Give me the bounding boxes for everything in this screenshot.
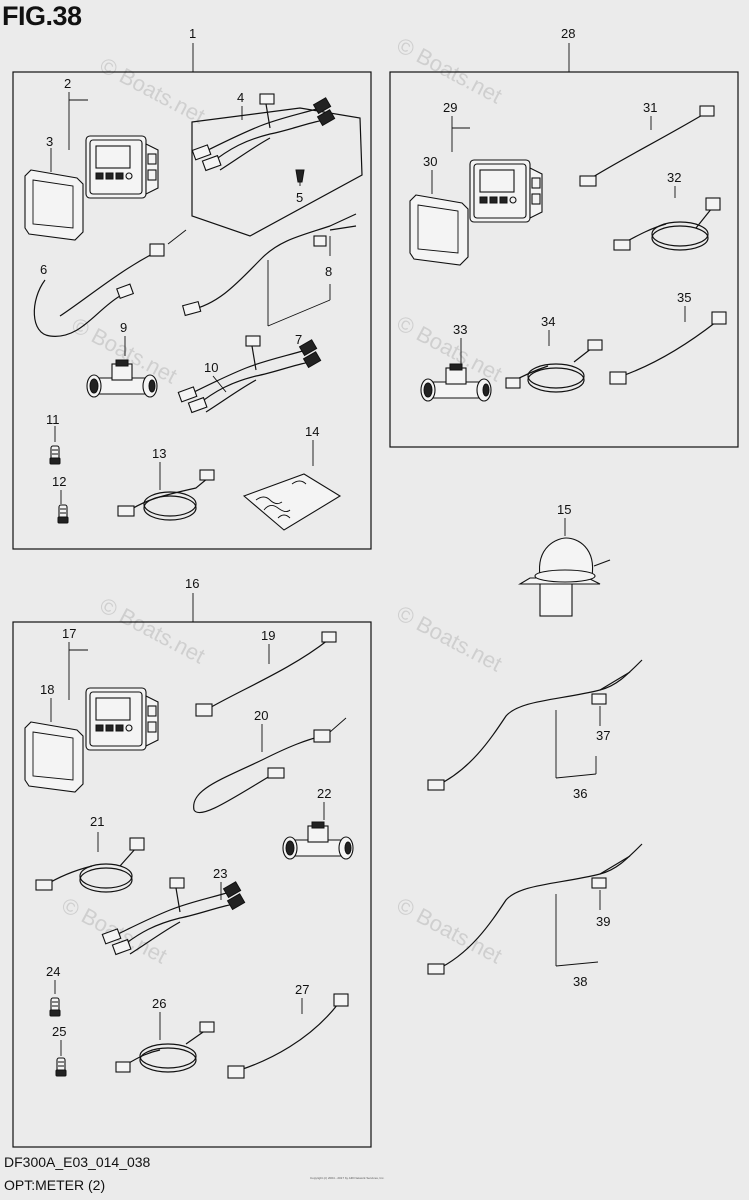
terminator-25 bbox=[55, 1057, 67, 1077]
cable-20 bbox=[193, 717, 347, 814]
callout-26: 26 bbox=[152, 996, 166, 1011]
terminator-11 bbox=[49, 445, 61, 465]
callout-30: 30 bbox=[423, 154, 437, 169]
callout-3: 3 bbox=[46, 134, 53, 149]
callout-32: 32 bbox=[667, 170, 681, 185]
callout-12: 12 bbox=[52, 474, 66, 489]
callout-19: 19 bbox=[261, 628, 275, 643]
buzzer-15 bbox=[518, 537, 611, 617]
callout-2: 2 bbox=[64, 76, 71, 91]
meter-unit bbox=[85, 135, 159, 199]
callout-25: 25 bbox=[52, 1024, 66, 1039]
callout-24: 24 bbox=[46, 964, 60, 979]
wire-harness-10 bbox=[177, 335, 322, 414]
cable-19 bbox=[195, 631, 337, 717]
wire-harness-23 bbox=[101, 877, 246, 956]
cable-13 bbox=[117, 469, 215, 521]
harness-38 bbox=[427, 843, 643, 975]
cable-26 bbox=[115, 1021, 215, 1073]
part-4-box bbox=[191, 107, 363, 237]
figure-title: FIG.38 bbox=[2, 1, 82, 31]
harness-7 bbox=[189, 213, 357, 311]
callout-10: 10 bbox=[204, 360, 218, 375]
callout-27: 27 bbox=[295, 982, 309, 997]
callout-13: 13 bbox=[152, 446, 166, 461]
callout-28: 28 bbox=[561, 26, 575, 41]
callout-1: 1 bbox=[189, 26, 196, 41]
callout-36: 36 bbox=[573, 786, 587, 801]
watermark: © Boats.net bbox=[393, 32, 507, 108]
callout-34: 34 bbox=[541, 314, 555, 329]
callout-37: 37 bbox=[596, 728, 610, 743]
t-connector-22 bbox=[282, 821, 354, 860]
copyright-notice: Copyright (c) 2004 - 2017 by ARI Network… bbox=[310, 1176, 385, 1180]
watermark: © Boats.net bbox=[393, 892, 507, 968]
callout-11: 11 bbox=[46, 412, 60, 427]
callout-33: 33 bbox=[453, 322, 467, 337]
watermark: © Boats.net bbox=[393, 600, 507, 676]
callout-31: 31 bbox=[643, 100, 657, 115]
meter-visor bbox=[409, 194, 469, 266]
group-16-box bbox=[12, 593, 372, 1148]
callout-15: 15 bbox=[557, 502, 571, 517]
callout-18: 18 bbox=[40, 682, 54, 697]
terminator-24 bbox=[49, 997, 61, 1017]
cable-27 bbox=[227, 993, 349, 1079]
cable-6 bbox=[33, 279, 121, 337]
cable-35 bbox=[609, 311, 727, 385]
meter-visor bbox=[24, 721, 84, 793]
callout-22: 22 bbox=[317, 786, 331, 801]
wire-harness-4 bbox=[191, 93, 336, 172]
callout-8: 8 bbox=[325, 264, 332, 279]
watermark: © Boats.net bbox=[96, 52, 210, 128]
meter-visor bbox=[24, 169, 84, 241]
callout-9: 9 bbox=[120, 320, 127, 335]
watermark: © Boats.net bbox=[96, 592, 210, 668]
callout-29: 29 bbox=[443, 100, 457, 115]
group-28-box bbox=[389, 43, 739, 448]
cable-31 bbox=[579, 105, 715, 187]
group-1-box bbox=[12, 43, 372, 550]
meter-unit bbox=[469, 159, 543, 223]
parts-bag-14 bbox=[243, 473, 341, 531]
callout-6: 6 bbox=[40, 262, 47, 277]
harness-36 bbox=[427, 659, 643, 791]
callout-7: 7 bbox=[295, 332, 302, 347]
callout-5: 5 bbox=[296, 190, 303, 205]
model-code: DF300A_E03_014_038 bbox=[4, 1154, 151, 1170]
meter-unit bbox=[85, 687, 159, 751]
callout-16: 16 bbox=[185, 576, 199, 591]
callout-4: 4 bbox=[237, 90, 244, 105]
figure-subtitle: OPT:METER (2) bbox=[4, 1177, 106, 1193]
cable-34 bbox=[505, 339, 603, 393]
callout-38: 38 bbox=[573, 974, 587, 989]
callout-23: 23 bbox=[213, 866, 227, 881]
callout-35: 35 bbox=[677, 290, 691, 305]
terminator-12 bbox=[57, 504, 69, 524]
callout-17: 17 bbox=[62, 626, 76, 641]
callout-labels: 1 2 3 4 5 6 7 8 9 10 11 12 13 14 15 16 1… bbox=[40, 26, 691, 1039]
cable-21 bbox=[35, 837, 145, 893]
callout-14: 14 bbox=[305, 424, 319, 439]
callout-20: 20 bbox=[254, 708, 268, 723]
cable-32 bbox=[613, 197, 721, 251]
callout-39: 39 bbox=[596, 914, 610, 929]
callout-21: 21 bbox=[90, 814, 104, 829]
